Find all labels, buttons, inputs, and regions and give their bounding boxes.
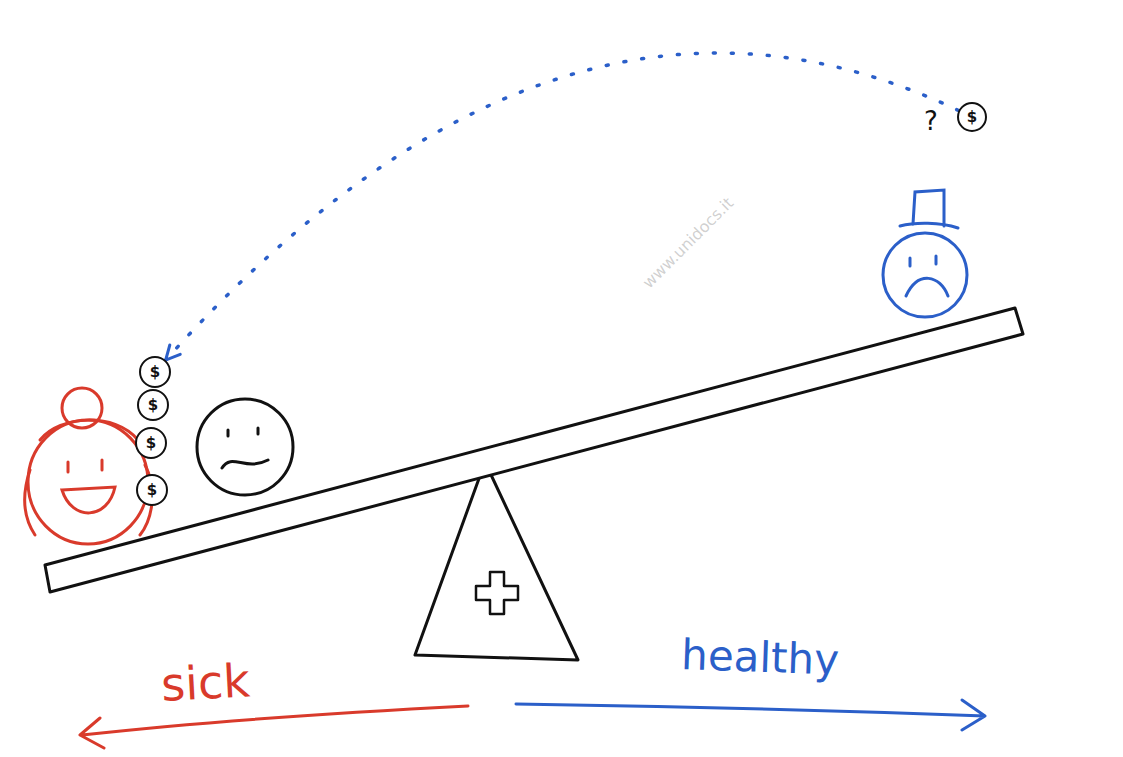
- eye: [935, 256, 938, 264]
- mouth: [222, 460, 268, 468]
- coin-symbol: $: [150, 365, 160, 380]
- face: [883, 233, 967, 317]
- coin-circle: $: [135, 427, 167, 459]
- dotted-arc: [166, 53, 959, 360]
- watermark: www.unidocs.it: [640, 195, 737, 292]
- coin-circle: $: [137, 389, 169, 421]
- healthy-direction-arrow: [516, 700, 985, 730]
- happy-sick-person: [25, 388, 153, 544]
- medical-cross: [476, 572, 518, 614]
- coin-circle: $: [957, 102, 987, 132]
- hat-crown: [913, 190, 944, 226]
- sick-direction-arrow: [80, 706, 468, 748]
- eye: [101, 460, 104, 470]
- mouth: [906, 278, 948, 296]
- sad-person: [197, 399, 293, 495]
- money-flow-arrow: [166, 53, 959, 360]
- hair: [40, 420, 138, 440]
- coin-symbol: $: [147, 483, 157, 498]
- eye: [909, 258, 912, 266]
- hat-brim: [900, 223, 958, 228]
- arrow-head: [166, 345, 181, 360]
- eye: [227, 430, 230, 436]
- coin-circle: $: [136, 474, 168, 506]
- sad-healthy-person: [883, 190, 967, 317]
- coin-symbol: $: [146, 436, 156, 451]
- coin-symbol: $: [967, 110, 977, 125]
- hair: [25, 470, 35, 535]
- axis-label: sick: [160, 657, 251, 708]
- eye: [67, 462, 70, 472]
- axis-label: healthy: [681, 634, 840, 681]
- fulcrum-triangle: [415, 462, 578, 660]
- seesaw-plank: [45, 308, 1023, 592]
- mouth: [62, 487, 115, 513]
- coin-symbol: $: [148, 398, 158, 413]
- question-mark: ?: [924, 108, 938, 134]
- face: [28, 420, 148, 544]
- eye: [257, 428, 260, 434]
- coin-circle: $: [139, 356, 171, 388]
- face: [197, 399, 293, 495]
